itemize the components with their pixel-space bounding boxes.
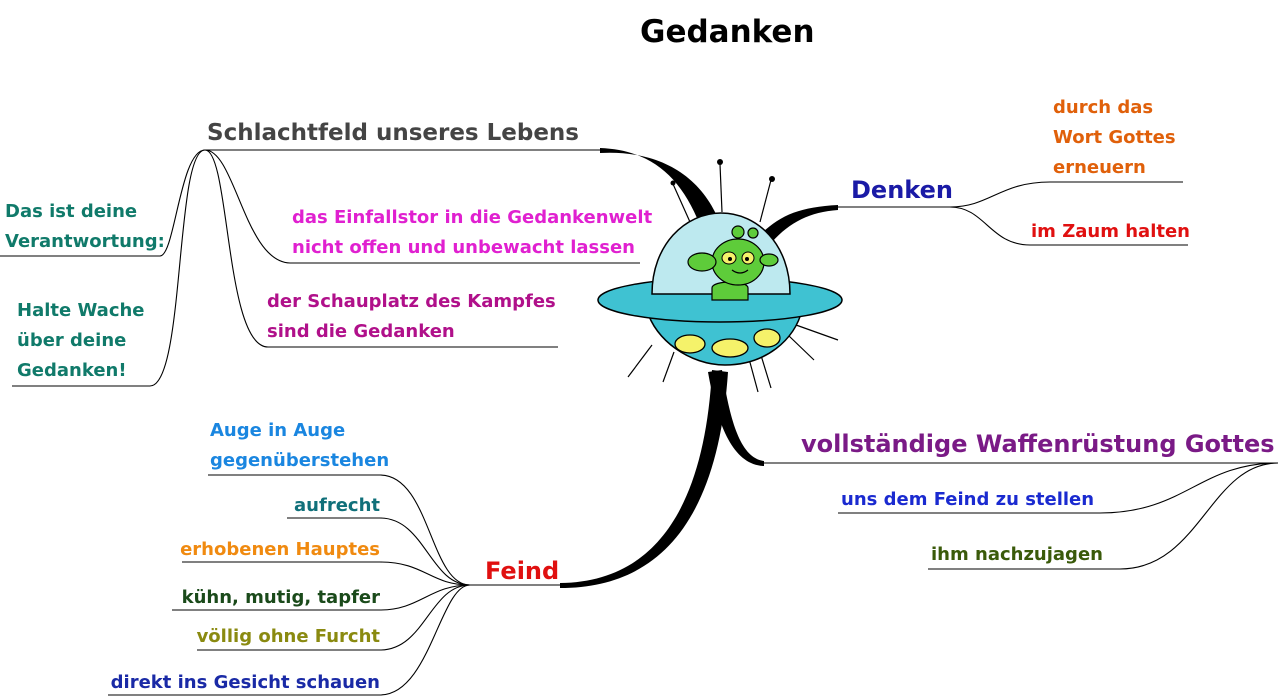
node-text-line: aufrecht [294,495,380,516]
connector-waffen-feind-stellen [838,462,1278,514]
branch-denken [760,205,838,242]
node-zaum: im Zaum halten [1031,217,1190,247]
node-text-line: sind die Gedanken [267,321,455,342]
node-text-line: durch das [1053,97,1154,118]
connector-feind-kuehn [172,584,471,611]
node-text-line: uns dem Feind zu stellen [841,489,1095,510]
connector-feind-auge [208,474,471,586]
node-text-line: Halte Wache [17,300,145,321]
node-text-line: Das ist deine [5,201,138,222]
node-wache: Halte Wache über deine Gedanken! [17,296,145,386]
branch-label-waffen: vollständige Waffenrüstung Gottes [801,430,1275,458]
node-nachjagen: ihm nachzujagen [931,540,1103,570]
node-feind-stellen: uns dem Feind zu stellen [841,485,1094,515]
node-text-line: Verantwortung: [5,231,165,252]
node-kuehn: kühn, mutig, tapfer [182,583,380,613]
node-text-line: im Zaum halten [1031,221,1190,242]
node-text-line: Auge in Auge [210,420,346,441]
node-text-line: Gedanken! [17,360,127,381]
ufo-illustration [597,159,843,393]
connector-feind-gesicht [108,584,471,696]
node-gesicht: direkt ins Gesicht schauen [111,668,380,698]
node-text-line: nicht offen und unbewacht lassen [292,237,635,258]
connector-denken-wort [949,181,1183,208]
node-text-line: gegenüberstehen [210,450,390,471]
node-text-line: völlig ohne Furcht [196,626,380,647]
node-auge: Auge in Auge gegenüberstehen [210,416,389,476]
page-title: Gedanken [640,14,815,50]
node-aufrecht: aufrecht [294,491,380,521]
connector-denken-zaum [949,206,1188,246]
connector-feind-hauptes [182,561,471,586]
branch-label-denken: Denken [851,176,953,204]
node-einfallstor: das Einfallstor in die Gedankenwelt nich… [292,203,652,263]
connector-schlachtfeld-wache [12,149,206,387]
connector-schlachtfeld-einfallstor [204,149,640,264]
branch-label-feind: Feind [485,557,560,585]
connector-feind-furcht [197,584,471,651]
node-text-line: direkt ins Gesicht schauen [110,672,380,693]
node-wort-gottes: durch das Wort Gottes erneuern [1053,93,1176,183]
node-text-line: Wort Gottes [1053,127,1176,148]
node-text-line: der Schauplatz des Kampfes [267,291,556,312]
node-text-line: erhobenen Hauptes [180,539,380,560]
alien-figure [687,225,779,301]
connector-schlachtfeld-schauplatz [204,149,558,348]
node-text-line: ihm nachzujagen [931,544,1103,565]
branch-feind [560,370,728,588]
node-furcht: völlig ohne Furcht [197,622,380,652]
node-verantwortung: Das ist deine Verantwortung: [5,197,165,257]
node-text-line: über deine [17,330,127,351]
connector-waffen-nachjagen [928,462,1278,570]
node-text-line: erneuern [1053,157,1146,178]
node-schauplatz: der Schauplatz des Kampfes sind die Geda… [267,287,556,347]
connector-feind-aufrecht [287,517,471,586]
node-hauptes: erhobenen Hauptes [180,535,380,565]
node-text-line: das Einfallstor in die Gedankenwelt [292,207,653,228]
branch-label-schlachtfeld: Schlachtfeld unseres Lebens [207,120,579,146]
connector-schlachtfeld-verantwortung [0,149,206,257]
node-text-line: kühn, mutig, tapfer [181,587,380,608]
